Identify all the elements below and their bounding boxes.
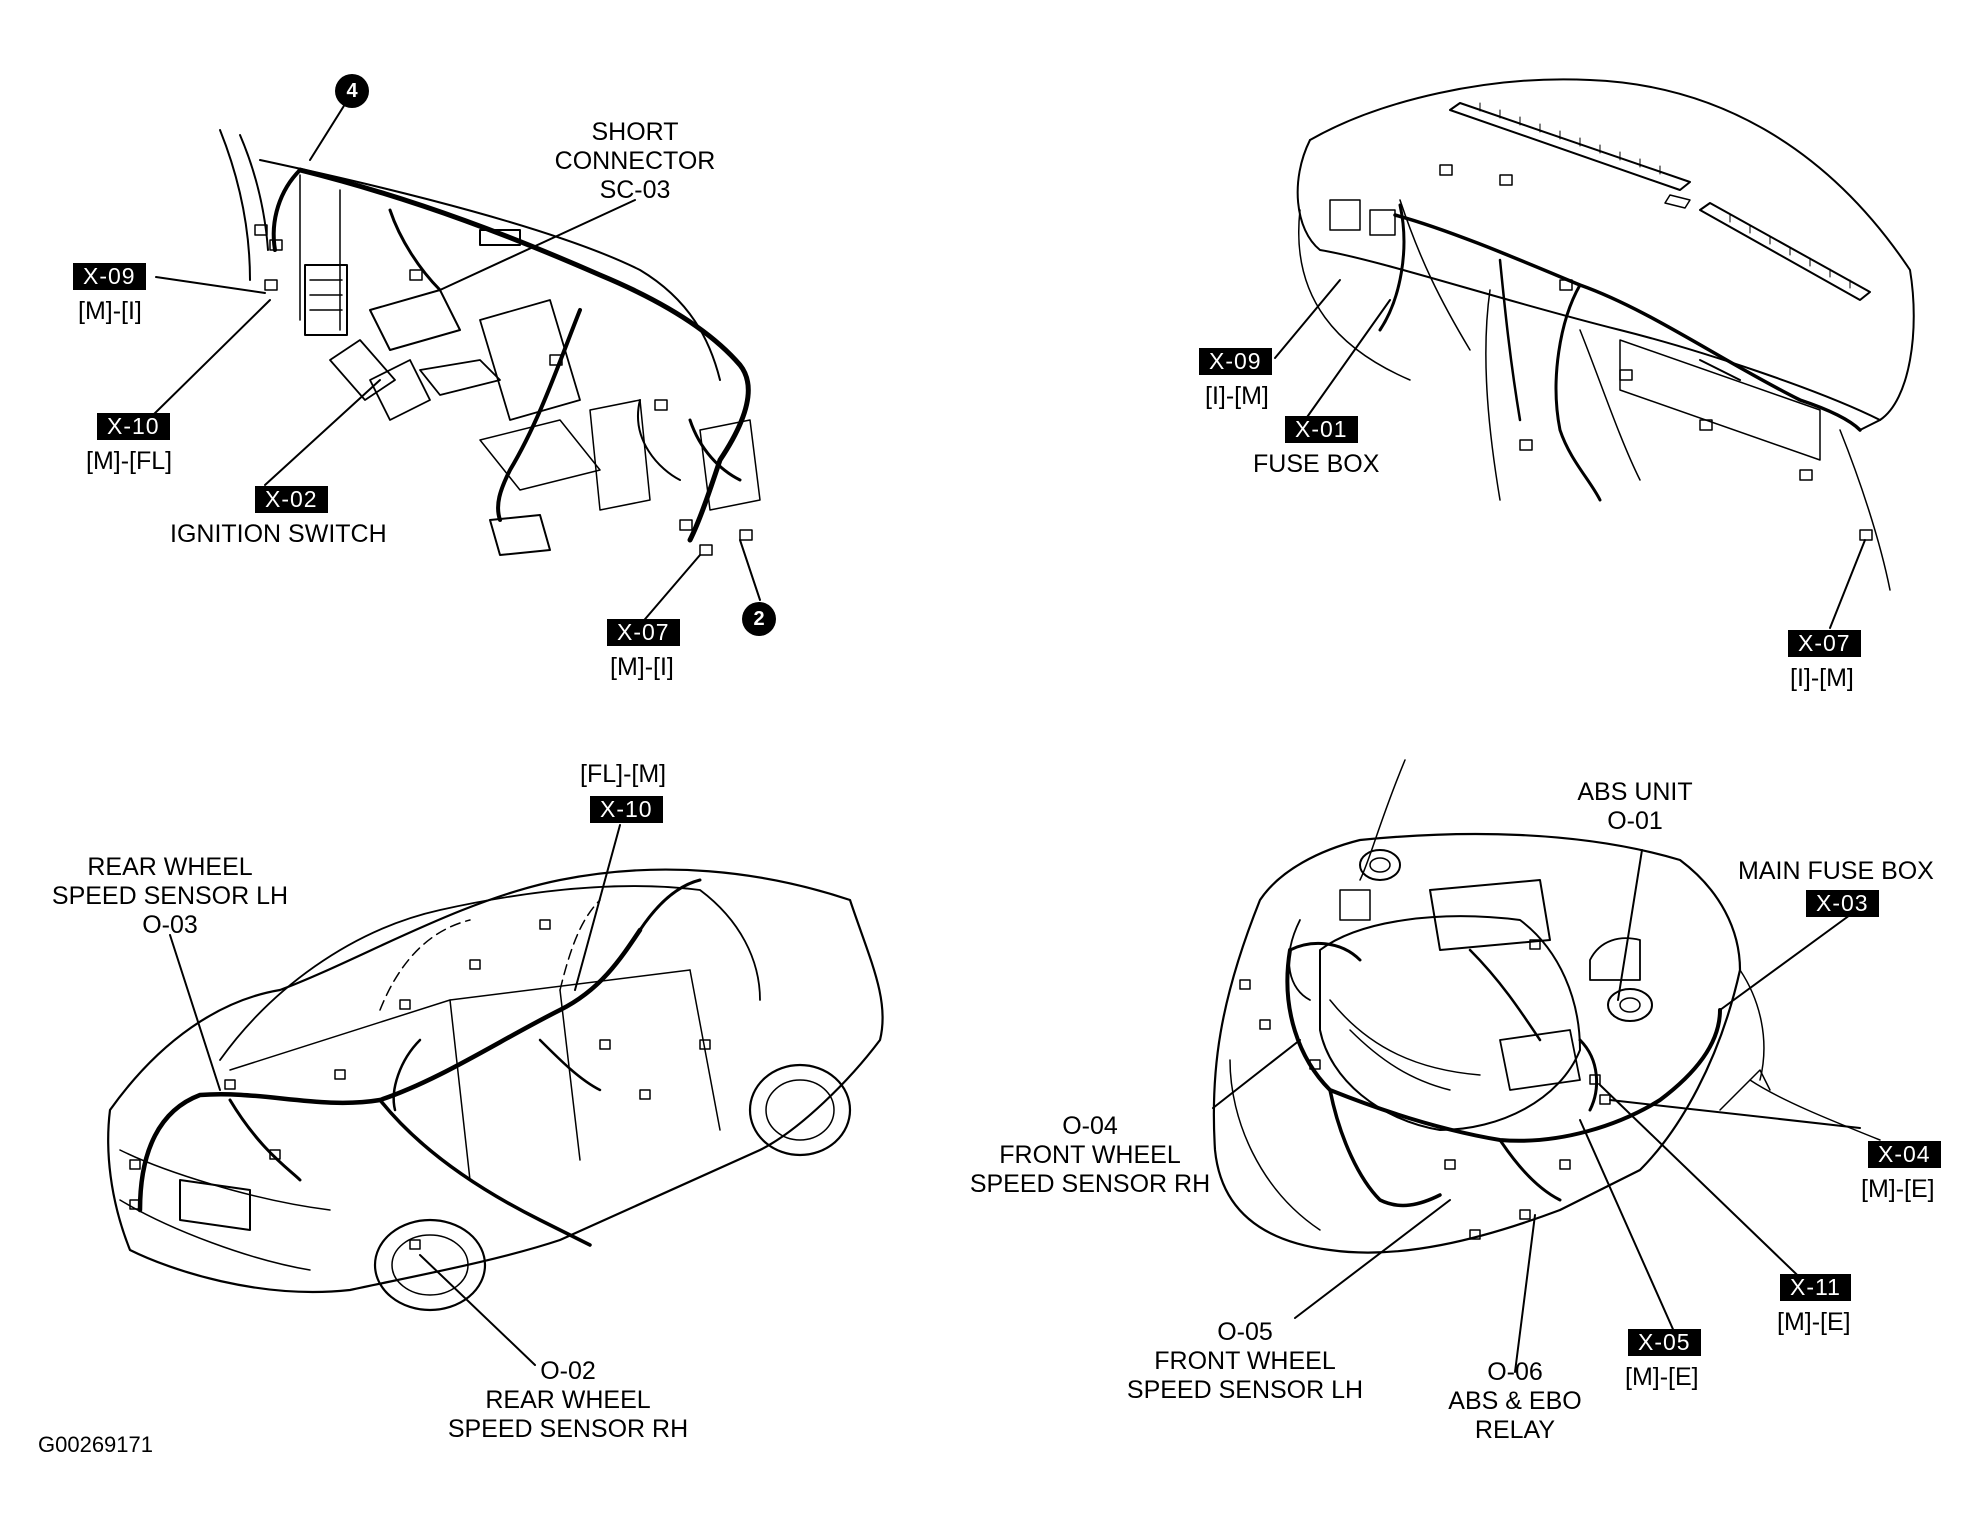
short-connector-line-2: CONNECTOR — [554, 147, 716, 175]
ignition-switch-label: IGNITION SWITCH — [170, 520, 387, 548]
dash-left-drawing — [149, 92, 761, 626]
x10-sub-left: [M]-[FL] — [86, 447, 173, 475]
abs-ebo-relay-label: O-06 ABS & EBO RELAY — [1420, 1358, 1610, 1445]
o03-line-3: O-03 — [142, 911, 198, 939]
front-wheel-sensor-lh-label: O-05 FRONT WHEEL SPEED SENSOR LH — [1110, 1318, 1380, 1405]
short-connector-label: SHORT CONNECTOR SC-03 — [520, 118, 750, 205]
figure-code: G00269171 — [38, 1432, 153, 1457]
x10-sub-body: [FL]-[M] — [580, 760, 667, 788]
o03-line-1: REAR WHEEL — [87, 853, 253, 881]
front-wheel-sensor-rh-label: O-04 FRONT WHEEL SPEED SENSOR RH — [950, 1112, 1230, 1199]
x01-tag: X-01 — [1285, 416, 1358, 443]
main-fuse-box-label: MAIN FUSE BOX — [1738, 857, 1934, 885]
o04-line-3: SPEED SENSOR RH — [969, 1170, 1211, 1198]
callout-number-2: 2 — [742, 602, 776, 636]
x09-sub-right: [I]-[M] — [1205, 382, 1269, 410]
x04-tag: X-04 — [1868, 1141, 1941, 1168]
callout-number-4: 4 — [335, 74, 369, 108]
o04-line-1: O-04 — [1062, 1112, 1118, 1140]
x07-sub-left: [M]-[I] — [610, 653, 674, 681]
x10-tag-left: X-10 — [97, 413, 170, 440]
fuse-box-label: FUSE BOX — [1253, 450, 1380, 478]
rear-wheel-sensor-rh-label: O-02 REAR WHEEL SPEED SENSOR RH — [428, 1357, 708, 1444]
body-rear-drawing — [107, 824, 884, 1366]
x10-tag-body: X-10 — [590, 796, 663, 823]
o02-line-3: SPEED SENSOR RH — [447, 1415, 689, 1443]
o06-line-1: O-06 — [1487, 1358, 1543, 1386]
x07-sub-right: [I]-[M] — [1790, 664, 1854, 692]
x11-tag: X-11 — [1780, 1274, 1851, 1301]
abs-unit-line-1: ABS UNIT — [1577, 778, 1693, 806]
o05-line-3: SPEED SENSOR LH — [1126, 1376, 1364, 1404]
o04-line-2: FRONT WHEEL — [999, 1141, 1181, 1169]
x02-tag: X-02 — [255, 486, 328, 513]
engine-bay-drawing — [1212, 759, 1881, 1373]
x07-tag-right: X-07 — [1788, 630, 1861, 657]
x09-sub-left: [M]-[I] — [78, 297, 142, 325]
o06-line-3: RELAY — [1474, 1416, 1556, 1444]
abs-unit-label: ABS UNIT O-01 — [1555, 778, 1715, 836]
dash-right-drawing — [1274, 78, 1915, 629]
x05-sub: [M]-[E] — [1625, 1363, 1699, 1391]
x11-sub: [M]-[E] — [1777, 1308, 1851, 1336]
x07-tag-left: X-07 — [607, 619, 680, 646]
o02-line-2: REAR WHEEL — [485, 1386, 651, 1414]
x03-tag: X-03 — [1806, 890, 1879, 917]
o05-line-2: FRONT WHEEL — [1154, 1347, 1336, 1375]
o06-line-2: ABS & EBO — [1448, 1387, 1582, 1415]
x09-tag-right: X-09 — [1199, 348, 1272, 375]
o02-line-1: O-02 — [540, 1357, 596, 1385]
o03-line-2: SPEED SENSOR LH — [51, 882, 289, 910]
x05-tag: X-05 — [1628, 1329, 1701, 1356]
rear-wheel-sensor-lh-label: REAR WHEEL SPEED SENSOR LH O-03 — [30, 853, 310, 940]
abs-unit-line-2: O-01 — [1607, 807, 1663, 835]
x09-tag-left: X-09 — [73, 263, 146, 290]
short-connector-line-1: SHORT — [591, 118, 679, 146]
o05-line-1: O-05 — [1217, 1318, 1273, 1346]
x04-sub: [M]-[E] — [1861, 1175, 1935, 1203]
short-connector-line-3: SC-03 — [599, 176, 671, 204]
